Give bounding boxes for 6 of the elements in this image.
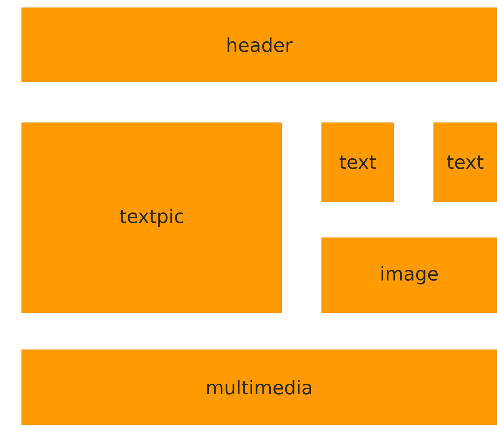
layout-box: multimedia	[22, 350, 497, 426]
layout-box: textpic	[22, 122, 282, 314]
layout-box: text	[322, 122, 394, 202]
layout-box: image	[322, 238, 497, 314]
layout-box: text	[434, 122, 497, 202]
layout-box: header	[22, 8, 497, 82]
